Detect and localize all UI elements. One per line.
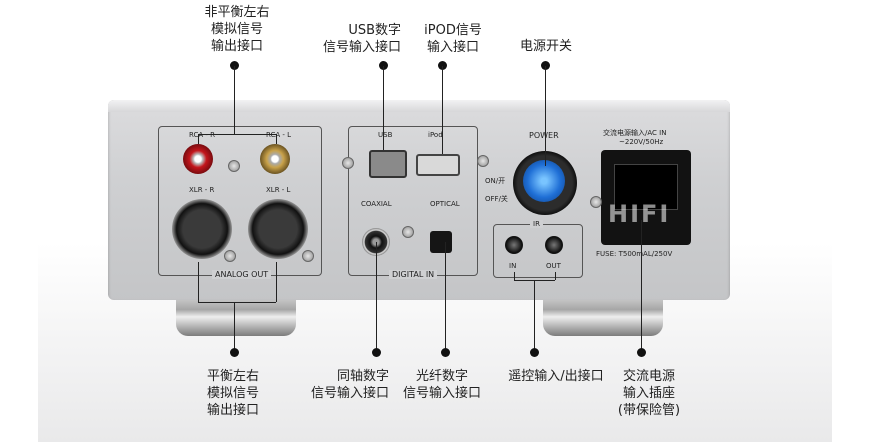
leader-line: [641, 220, 642, 350]
screw: [342, 157, 354, 169]
off-label: OFF/关: [485, 195, 508, 203]
leader-dot: [530, 348, 539, 357]
leader-line: [276, 134, 277, 144]
xlr-l-label: XLR - L: [266, 186, 291, 194]
leader-line: [198, 134, 276, 135]
rca-l-label: RCA - L: [266, 131, 292, 139]
leader-dot: [541, 61, 550, 70]
unbalanced-output-annotation: 非平衡左右 模拟信号 输出接口: [204, 5, 270, 54]
ipod-label: iPod: [428, 131, 443, 139]
leader-dot: [637, 348, 646, 357]
leader-dot: [379, 61, 388, 70]
balanced-output-annotation: 平衡左右 模拟信号 输出接口: [206, 369, 259, 418]
screw: [228, 160, 240, 172]
rca-l-jack: [260, 144, 290, 174]
coaxial-input-annotation: 同轴数字 信号输入接口: [310, 369, 389, 401]
leader-line: [534, 280, 535, 350]
ipod-port: [416, 154, 460, 176]
screw: [224, 250, 236, 262]
leader-dot: [438, 61, 447, 70]
leader-dot: [372, 348, 381, 357]
rca-r-jack: [183, 144, 213, 174]
power-label: POWER: [529, 131, 559, 140]
xlr-r-label: XLR - R: [189, 186, 215, 194]
device-top-edge: [108, 100, 730, 112]
leader-line: [376, 242, 377, 350]
leader-line: [514, 272, 515, 280]
analog-out-panel: [158, 126, 322, 276]
optical-label: OPTICAL: [430, 200, 460, 208]
power-switch-lens: [523, 160, 565, 202]
leader-line: [198, 302, 276, 303]
hifi-watermark: HIFI: [608, 200, 671, 228]
on-label: ON/开: [485, 177, 506, 185]
leader-line: [445, 242, 446, 350]
coaxial-label: COAXIAL: [361, 200, 392, 208]
screw: [302, 250, 314, 262]
fuse-label: FUSE: T500mAL/250V: [596, 250, 673, 258]
ir-out-label: OUT: [546, 262, 561, 270]
ir-in-jack: [505, 236, 523, 254]
screw: [477, 155, 489, 167]
leader-line: [545, 66, 546, 166]
power-switch-annotation: 电源开关: [519, 39, 572, 54]
leader-line: [276, 262, 277, 302]
ac-socket: [614, 164, 678, 210]
leader-dot: [230, 61, 239, 70]
leader-line: [555, 272, 556, 280]
screw: [402, 226, 414, 238]
digital-in-label: DIGITAL IN: [389, 270, 438, 279]
xlr-l-jack: [248, 199, 308, 259]
leader-line: [234, 302, 235, 350]
usb-port: [369, 150, 407, 178]
usb-label: USB: [378, 131, 393, 139]
leader-dot: [230, 348, 239, 357]
usb-input-annotation: USB数字 信号输入接口: [322, 23, 401, 55]
ac-volt-label: ~220V/50Hz: [619, 138, 664, 146]
optical-port: [430, 231, 452, 253]
leader-line: [198, 134, 199, 144]
ir-in-label: IN: [509, 262, 517, 270]
screw: [590, 196, 602, 208]
leader-line: [383, 66, 384, 150]
leader-line: [198, 262, 199, 302]
leader-line: [442, 66, 443, 154]
leader-line: [234, 66, 235, 134]
ipod-input-annotation: iPOD信号 输入接口: [424, 23, 482, 55]
xlr-r-jack: [172, 199, 232, 259]
ac-in-label: 交流电源输入/AC IN: [603, 129, 667, 137]
rca-r-label: RCA - R: [189, 131, 216, 139]
remote-io-annotation: 遥控输入/出接口: [508, 369, 604, 384]
optical-input-annotation: 光纤数字 信号输入接口: [402, 369, 481, 401]
ir-label: IR: [530, 220, 543, 228]
analog-out-label: ANALOG OUT: [212, 270, 272, 279]
ac-inlet-annotation: 交流电源 输入插座 (带保险管): [617, 369, 681, 418]
ir-out-jack: [545, 236, 563, 254]
leader-dot: [441, 348, 450, 357]
